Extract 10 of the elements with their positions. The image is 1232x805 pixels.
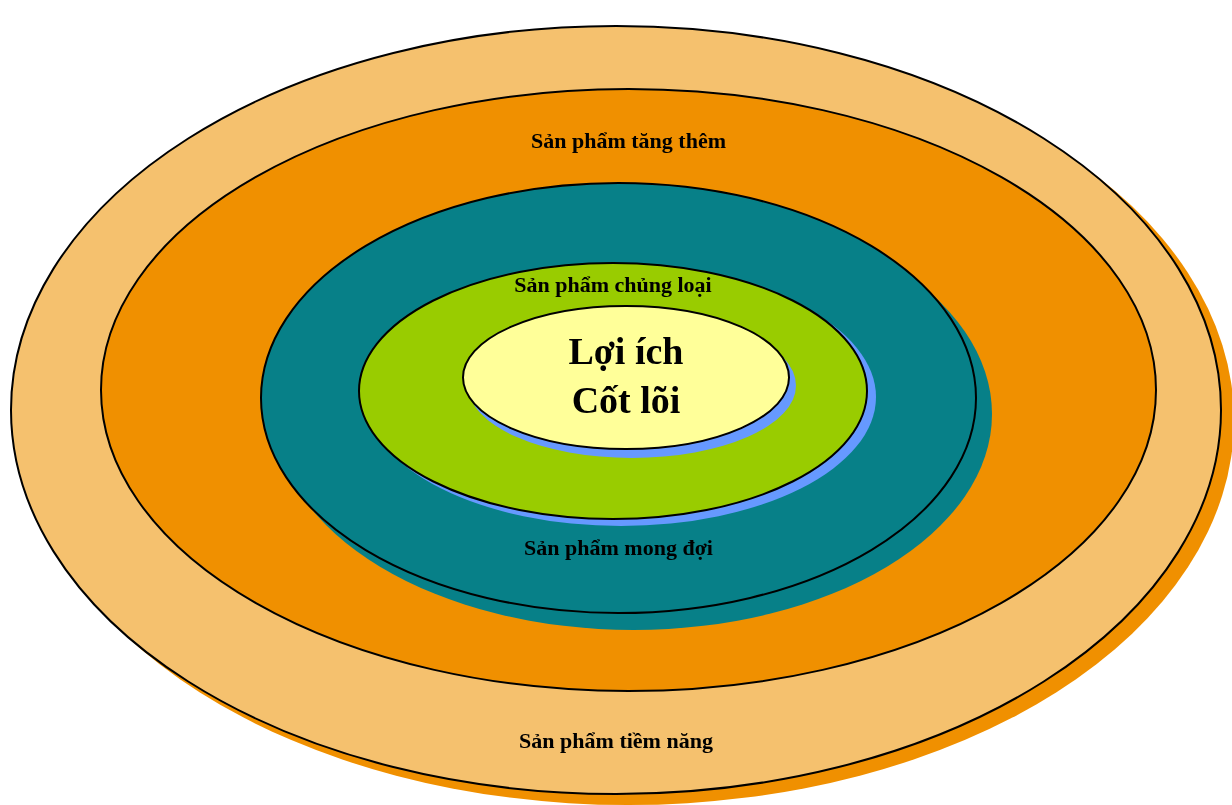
ring-ellipse [100, 88, 1157, 692]
ring-ellipse [260, 182, 977, 614]
ring-ellipse [462, 305, 790, 450]
ring-label: Sản phẩm tăng thêm [531, 128, 726, 154]
ring-ellipse [10, 25, 1222, 795]
ring-ellipse [358, 262, 868, 520]
ring-label: Sản phẩm mong đợi [524, 535, 713, 561]
ring-label: Lợi ích Cốt lõi [567, 329, 685, 424]
ring-label: Sản phẩm chủng loại [514, 272, 712, 298]
ring-label: Sản phẩm tiềm năng [519, 728, 713, 754]
